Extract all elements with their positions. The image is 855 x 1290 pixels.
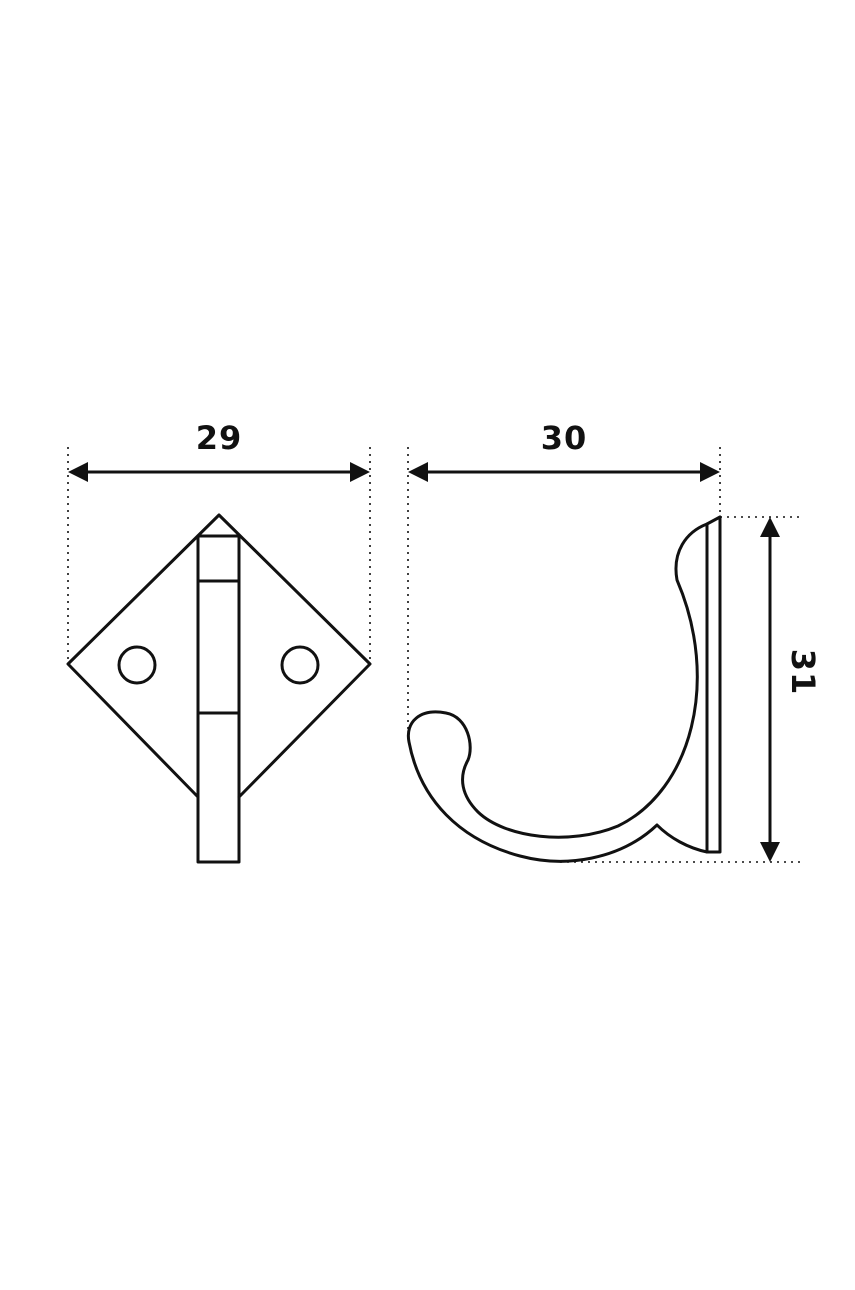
front-hook-stem <box>196 534 241 864</box>
front-arrow-right <box>350 462 370 482</box>
front-screw-hole-right <box>280 645 320 685</box>
front-width-dimension: 29 <box>67 419 371 664</box>
front-width-label: 29 <box>196 419 243 457</box>
side-height-arrow-top <box>760 517 780 537</box>
front-arrow-left <box>68 462 88 482</box>
side-height-label: 31 <box>784 649 822 696</box>
side-hook-profile <box>406 522 709 863</box>
front-plate-outline <box>66 513 372 799</box>
side-view <box>406 515 722 863</box>
side-width-arrow-left <box>408 462 428 482</box>
side-width-label: 30 <box>541 419 588 457</box>
side-width-arrow-right <box>700 462 720 482</box>
side-width-dimension: 30 <box>407 419 721 730</box>
front-screw-hole-left <box>117 645 157 685</box>
front-view <box>66 513 372 864</box>
side-height-dimension: 31 <box>560 516 822 863</box>
side-back-plate <box>705 515 722 854</box>
side-height-arrow-bottom <box>760 842 780 862</box>
